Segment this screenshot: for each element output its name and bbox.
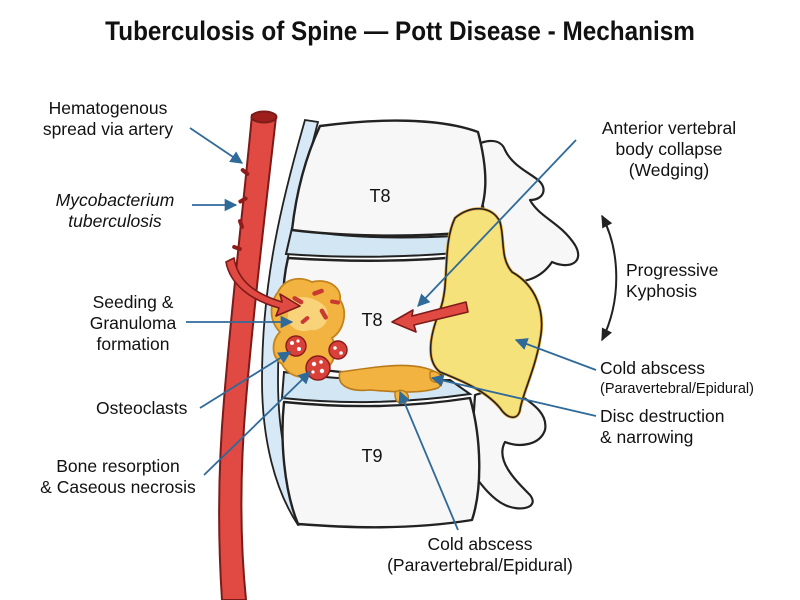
label-progressive-kyphosis: Progressive Kyphosis (626, 260, 719, 301)
artery (218, 113, 278, 600)
vertebra-label-middle: T8 (361, 310, 382, 330)
leader-resorption (203, 371, 311, 476)
kyphosis-arrow (601, 214, 618, 342)
diagram-title: Tuberculosis of Spine — Pott Disease - M… (105, 16, 695, 46)
label-osteoclasts: Osteoclasts (96, 398, 188, 418)
label-anterior-collapse: Anterior vertebral body collapse (Wedgin… (601, 118, 737, 180)
bacilli-in-artery (232, 168, 250, 252)
caseous-track (338, 364, 444, 393)
leader-cold-abscess-bottom (398, 390, 459, 531)
vertebral-body-lower (281, 396, 481, 529)
leader-cold-abscess-right (514, 338, 597, 371)
bacilli-in-lesion (292, 288, 340, 324)
cold-abscess-outline (429, 207, 543, 419)
leader-anterior (417, 139, 577, 307)
label-disc-destruction: Disc destruction & narrowing (600, 406, 725, 447)
leader-hematogenous (189, 127, 244, 164)
leader-disc (430, 374, 597, 417)
label-cold-abscess-bottom: Cold abscess (Paravertebral/Epidural) (387, 534, 573, 575)
osteoclasts-cluster (285, 335, 348, 381)
label-bone-resorption: Bone resorption & Caseous necrosis (40, 456, 196, 497)
label-mycobacterium: Mycobacterium tuberculosis (55, 190, 175, 231)
collapse-arrow (391, 301, 469, 333)
artery-opening (250, 110, 278, 124)
vertebra-label-upper: T8 (369, 186, 390, 206)
seeding-arrow (225, 257, 301, 317)
leader-osteoclasts (199, 351, 292, 409)
vertebra-label-lower: T9 (361, 446, 382, 466)
label-seeding-granuloma: Seeding & Granuloma formation (89, 292, 177, 354)
label-cold-abscess-right: Cold abscess (Paravertebral/Epidural) (600, 358, 754, 397)
label-hematogenous-spread: Hematogenous spread via artery (42, 98, 174, 139)
leader-lines (186, 127, 597, 531)
